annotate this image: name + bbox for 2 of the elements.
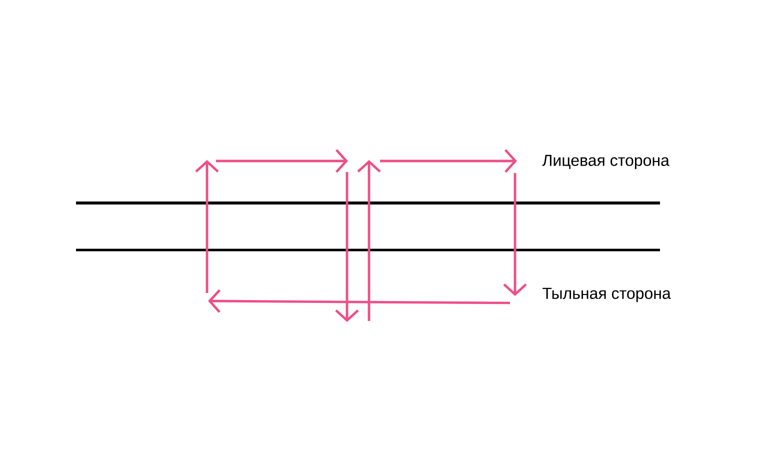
side-label: Тыльная сторона <box>542 288 671 302</box>
side-label: Лицевая сторона <box>542 154 670 170</box>
